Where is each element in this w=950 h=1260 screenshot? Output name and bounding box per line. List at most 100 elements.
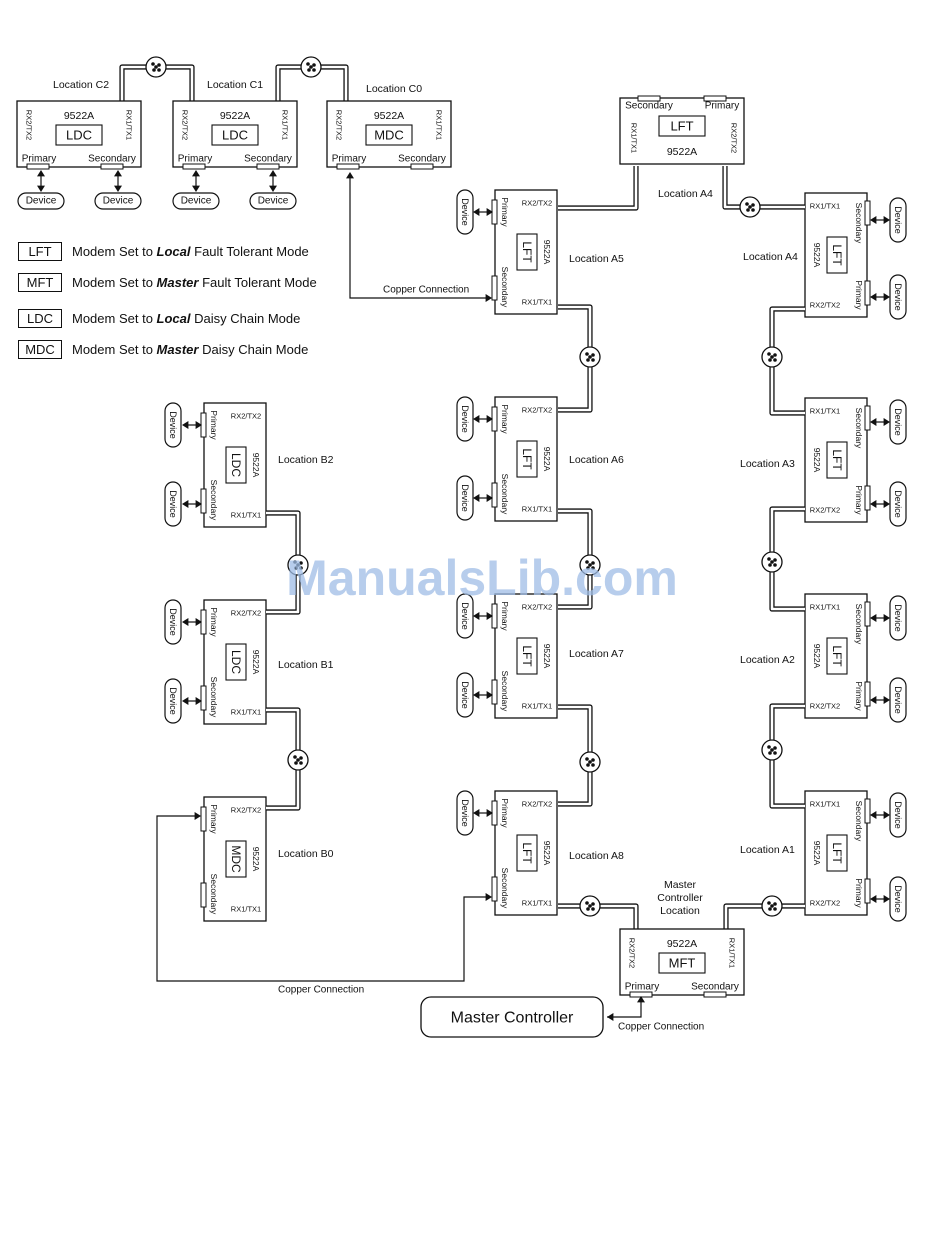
device-link-a2s: Device	[870, 595, 907, 641]
modem-model: 9522A	[812, 841, 822, 866]
copper-wire	[156, 815, 489, 982]
arrowhead-icon	[346, 172, 354, 179]
fiber-coupler-dot	[767, 557, 771, 561]
mode-box	[225, 446, 247, 484]
device-node: Device	[889, 595, 907, 641]
location-label-b0: Location B0	[278, 848, 334, 860]
master-controller-label: Master Controller	[451, 1010, 574, 1027]
device-label: Device	[460, 602, 470, 630]
port-rx2tx2: RX2/TX2	[335, 110, 344, 140]
modem-model: 9522A	[542, 447, 552, 472]
arrowhead-icon	[485, 294, 492, 302]
legend-text-lft: Modem Set to Local Fault Tolerant Mode	[72, 244, 309, 259]
location-label-a8: Location A8	[569, 850, 624, 862]
device-node: Device	[889, 792, 907, 838]
port-rx2tx2: RX2/TX2	[810, 702, 840, 711]
port-rx2tx2: RX2/TX2	[522, 406, 552, 415]
device-shape	[889, 677, 907, 723]
legend-text-ldc: Modem Set to Local Daisy Chain Mode	[72, 311, 301, 326]
connector-secondary	[100, 163, 124, 170]
device-shape	[164, 599, 182, 645]
port-rx1tx1: RX1/TX1	[810, 800, 840, 809]
device-shape	[456, 672, 474, 718]
modem-model: 9522A	[812, 644, 822, 669]
fiber-coupler-dot	[588, 563, 592, 567]
connector-secondary	[491, 679, 498, 705]
device-label: Device	[103, 196, 134, 207]
port-primary: Primary	[332, 154, 366, 165]
connector-primary	[703, 95, 727, 102]
port-primary: Primary	[854, 681, 864, 711]
port-rx1tx1: RX1/TX1	[728, 938, 737, 968]
device-link-b1p: Device	[164, 599, 202, 645]
fiber-coupler-dot	[746, 208, 750, 212]
fiber-coupler-dot	[299, 761, 303, 765]
port-rx1tx1: RX1/TX1	[125, 110, 134, 140]
port-rx2tx2: RX2/TX2	[810, 899, 840, 908]
master-location-line-1: Master	[664, 879, 697, 891]
fiber-coupler-dot	[151, 62, 155, 66]
watermark-text: ManualsLib.com	[286, 550, 678, 606]
fiber-coupler-dot	[767, 901, 771, 905]
device-shape	[889, 792, 907, 838]
fiber-coupler-dot	[773, 563, 777, 567]
device-link-c1s: Device	[249, 170, 297, 210]
arrowhead-icon	[195, 697, 202, 705]
modem-model: 9522A	[251, 650, 261, 675]
arrowhead-icon	[195, 618, 202, 626]
mode-label: LFT	[520, 842, 534, 864]
mode-box	[225, 840, 247, 878]
fiber-coupler-dot	[773, 751, 777, 755]
legend-text-mft: Modem Set to Master Fault Tolerant Mode	[72, 275, 317, 290]
fiber-coupler-dot	[585, 757, 589, 761]
port-secondary: Secondary	[854, 203, 864, 244]
device-label: Device	[893, 686, 903, 714]
device-link-c1p: Device	[172, 170, 220, 210]
port-secondary: Secondary	[854, 408, 864, 449]
device-label: Device	[181, 196, 212, 207]
copper-link-master	[607, 996, 645, 1021]
port-rx2tx2: RX2/TX2	[25, 110, 34, 140]
fiber-coupler-dot	[312, 63, 316, 67]
port-primary: Primary	[209, 410, 219, 440]
device-node: Device	[94, 192, 142, 210]
device-shape	[164, 678, 182, 724]
device-node: Device	[889, 197, 907, 243]
device-node: Device	[456, 475, 474, 521]
connector-primary	[200, 806, 207, 832]
fiber-coupler-dot	[591, 561, 595, 565]
port-secondary: Secondary	[500, 474, 510, 515]
arrowhead-icon	[473, 208, 480, 216]
device-link-a5p: Device	[456, 189, 493, 235]
connector-secondary	[703, 991, 727, 998]
port-primary: Primary	[209, 607, 219, 637]
fiber-coupler-dot	[585, 901, 589, 905]
port-rx1tx1: RX1/TX1	[522, 702, 552, 711]
fiber-coupler-a8-master	[579, 895, 601, 917]
fiber-coupler-dot	[299, 756, 303, 760]
arrowhead-icon	[607, 1013, 614, 1021]
fiber-coupler-a2-a1	[761, 739, 783, 761]
cable-a4top-a4-outer	[722, 166, 805, 210]
arrowhead-icon	[195, 421, 202, 429]
port-rx1tx1: RX1/TX1	[522, 899, 552, 908]
port-secondary: Secondary	[209, 677, 219, 718]
port-primary: Primary	[854, 878, 864, 908]
mode-box	[826, 834, 848, 872]
device-node: Device	[17, 192, 65, 210]
fiber-coupler-dot	[294, 566, 298, 570]
arrowhead-icon	[182, 500, 189, 508]
mode-label: LDC	[222, 128, 248, 143]
device-label: Device	[460, 405, 470, 433]
fiber-coupler-dot	[312, 68, 316, 72]
connector-secondary	[864, 200, 871, 226]
fiber-coupler-dot	[586, 907, 590, 911]
fiber-coupler-a5-a6	[579, 346, 601, 368]
connector-secondary	[491, 876, 498, 902]
legend-row-mdc: MDC Modem Set to Master Daisy Chain Mode	[18, 334, 317, 365]
